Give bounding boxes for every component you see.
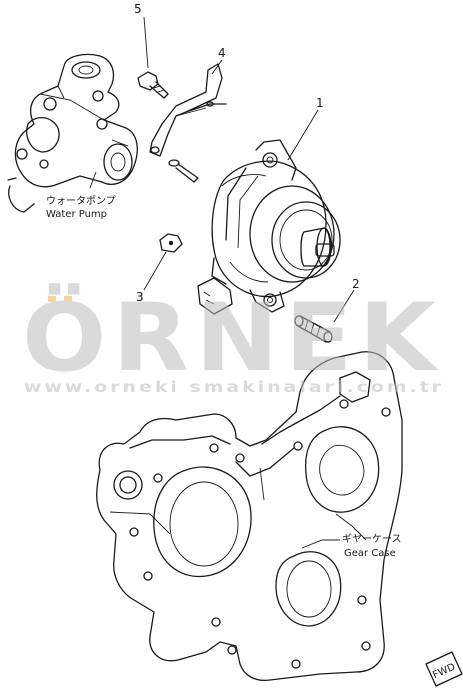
stud-2-drawing bbox=[294, 315, 333, 343]
callout-5: 5 bbox=[134, 2, 142, 16]
bolt-5-drawing bbox=[137, 71, 169, 99]
mounting-bolt-drawing bbox=[168, 159, 199, 183]
watermark-accent-right bbox=[64, 296, 72, 302]
fwd-badge: FWD bbox=[425, 651, 463, 687]
water-pump-label-en: Water Pump bbox=[46, 209, 107, 220]
water-pump-label-jp: ウォータポンプ bbox=[46, 195, 116, 207]
callouts: 5 4 1 2 3 bbox=[134, 2, 360, 304]
watermark-url: www.orneki smakinalari.com.tr bbox=[24, 378, 444, 396]
bracket-4-drawing bbox=[149, 63, 227, 157]
water-pump-drawing bbox=[7, 53, 138, 213]
callout-4: 4 bbox=[218, 46, 226, 60]
callout-2: 2 bbox=[352, 277, 360, 291]
alternator-drawing bbox=[197, 139, 341, 315]
gear-case-label-jp: ギヤーケース bbox=[342, 533, 402, 545]
part-labels: ウォータポンプ Water Pump ギヤーケース Gear Case bbox=[46, 195, 402, 559]
nut-3-drawing bbox=[159, 233, 183, 253]
callout-3: 3 bbox=[136, 290, 144, 304]
watermark-accent-left bbox=[48, 296, 56, 302]
gear-case-label-en: Gear Case bbox=[344, 548, 396, 559]
watermark-brand: ÖRNEK bbox=[22, 282, 442, 393]
watermark: ÖRNEK www.orneki smakinalari.com.tr bbox=[22, 282, 444, 396]
leader-lines bbox=[89, 16, 367, 541]
gear-case-drawing bbox=[96, 351, 403, 682]
callout-1: 1 bbox=[316, 96, 324, 110]
